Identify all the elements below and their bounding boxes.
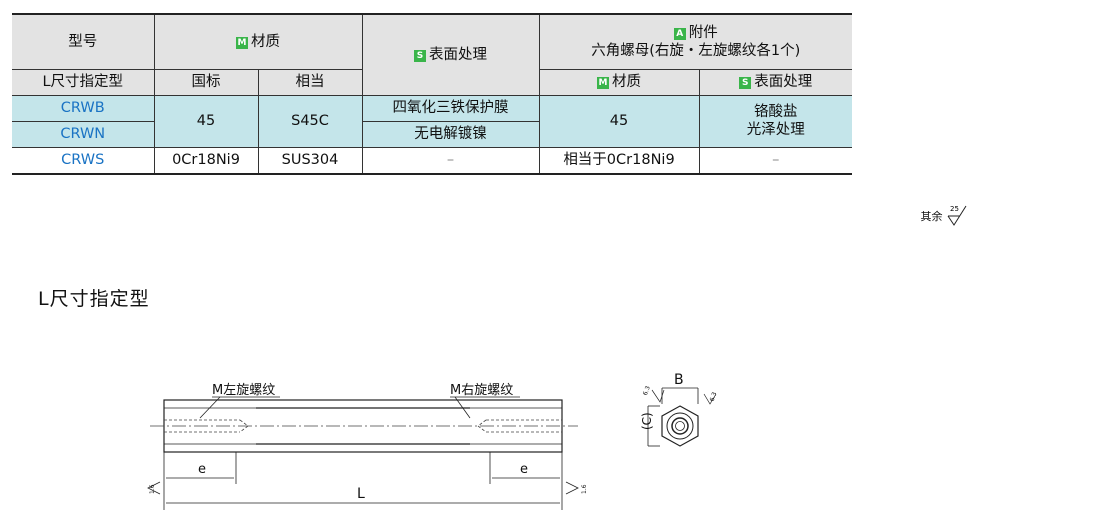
s-badge: S — [414, 49, 426, 62]
dim-L: L — [357, 486, 365, 502]
l-type-header: L尺寸指定型 — [12, 69, 154, 96]
gb-header: 国标 — [153, 69, 258, 96]
technical-drawing: M左旋螺纹 M右旋螺纹 e e L 1.6 1.6 B (C) 6.3 — [147, 372, 719, 510]
a-badge: A — [673, 27, 686, 40]
thread-hidden-lines — [164, 419, 562, 433]
rough-63-b: 6.3 — [709, 391, 719, 403]
acc-material-45: 45 — [538, 95, 699, 148]
acc-material-sus: 相当于0Cr18Ni9 — [538, 147, 699, 175]
equiv-sus304: SUS304 — [257, 147, 362, 175]
gb-sus: 0Cr18Ni9 — [153, 147, 258, 175]
dimension-lines — [163, 452, 563, 510]
surface-nickel: 无电解镀镍 — [361, 121, 539, 148]
model-crws: CRWS — [12, 147, 154, 175]
svg-text:1.6: 1.6 — [149, 484, 156, 494]
section-title: L尺寸指定型 — [38, 288, 150, 310]
model-crwb: CRWB — [12, 95, 154, 122]
dim-e-left: e — [198, 462, 206, 477]
m-badge: M — [597, 76, 609, 89]
dim-B: B — [674, 372, 684, 388]
svg-text:25: 25 — [950, 205, 959, 213]
svg-text:1.6: 1.6 — [581, 484, 588, 494]
model-crwn: CRWN — [12, 121, 154, 148]
s-badge: S — [739, 76, 752, 89]
dim-e-right: e — [520, 462, 528, 477]
right-leader — [454, 396, 471, 419]
right-thread-label: M右旋螺纹 — [450, 383, 513, 398]
equiv-header: 相当 — [257, 69, 362, 96]
acc-surface-chromate: 铬酸盐 光泽处理 — [698, 95, 853, 148]
left-leader — [199, 396, 221, 419]
roughness-symbol-icon: 25 — [947, 205, 967, 226]
equiv-s45c: S45C — [257, 95, 362, 148]
model-header: 型号 — [12, 13, 154, 70]
surface-none: – — [361, 147, 539, 175]
left-thread-label: M左旋螺纹 — [212, 383, 275, 398]
hex-nut-end-view: B (C) 6.3 6.3 — [640, 372, 719, 447]
roughness-note: 其余 25 — [921, 204, 969, 226]
rough-63-a: 6.3 — [642, 385, 652, 397]
acc-surface-none: – — [698, 147, 853, 175]
m-badge: M — [236, 36, 248, 49]
dim-C: (C) — [640, 412, 654, 430]
roughness-left-icon: 1.6 — [147, 481, 161, 495]
gb-45: 45 — [153, 95, 258, 148]
roughness-right-icon: 1.6 — [565, 481, 588, 495]
surface-black-oxide: 四氧化三铁保护膜 — [361, 95, 539, 122]
